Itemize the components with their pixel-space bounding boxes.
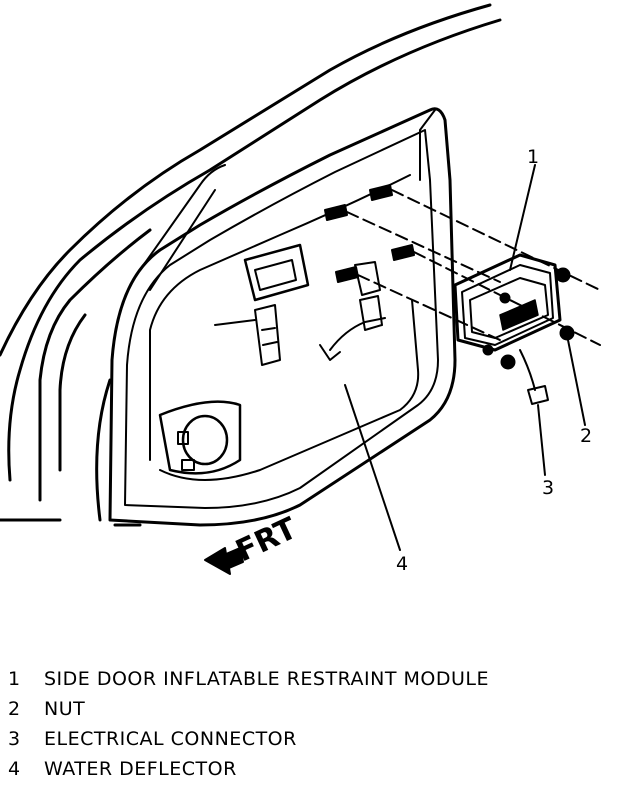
nut-fasteners <box>500 267 575 370</box>
front-direction-label: FRT <box>231 511 303 569</box>
callout-1-label: 1 <box>527 146 539 168</box>
inflatable-restraint-module <box>453 253 562 356</box>
legend-item-number: 4 <box>8 758 21 780</box>
legend-item: 2 NUT <box>8 698 608 728</box>
callout-4-label: 4 <box>396 553 408 575</box>
door-frame <box>108 107 457 527</box>
legend-item-label: ELECTRICAL CONNECTOR <box>44 728 297 750</box>
legend-item: 4 WATER DEFLECTOR <box>8 758 608 788</box>
legend-item-label: WATER DEFLECTOR <box>44 758 237 780</box>
callout-3-label: 3 <box>542 477 554 499</box>
window-mechanism <box>319 261 386 361</box>
callout-2-label: 2 <box>580 425 592 447</box>
legend-item-label: NUT <box>44 698 86 720</box>
mounting-fasteners <box>324 184 601 346</box>
callout-leaders <box>344 164 586 551</box>
vehicle-body-outline <box>0 3 502 527</box>
parts-legend: 1 SIDE DOOR INFLATABLE RESTRAINT MODULE … <box>8 668 608 788</box>
door-airbag-diagram: 1 2 3 4 FRT <box>0 3 601 575</box>
legend-item-number: 2 <box>8 698 21 720</box>
legend-item-number: 3 <box>8 728 21 750</box>
electrical-connector <box>519 349 549 405</box>
legend-item: 1 SIDE DOOR INFLATABLE RESTRAINT MODULE <box>8 668 608 698</box>
legend-item-label: SIDE DOOR INFLATABLE RESTRAINT MODULE <box>44 668 489 690</box>
door-handle-assembly <box>214 243 310 366</box>
legend-item: 3 ELECTRICAL CONNECTOR <box>8 728 608 758</box>
legend-item-number: 1 <box>8 668 21 690</box>
speaker-opening <box>158 400 242 475</box>
front-arrow-icon <box>204 547 244 575</box>
